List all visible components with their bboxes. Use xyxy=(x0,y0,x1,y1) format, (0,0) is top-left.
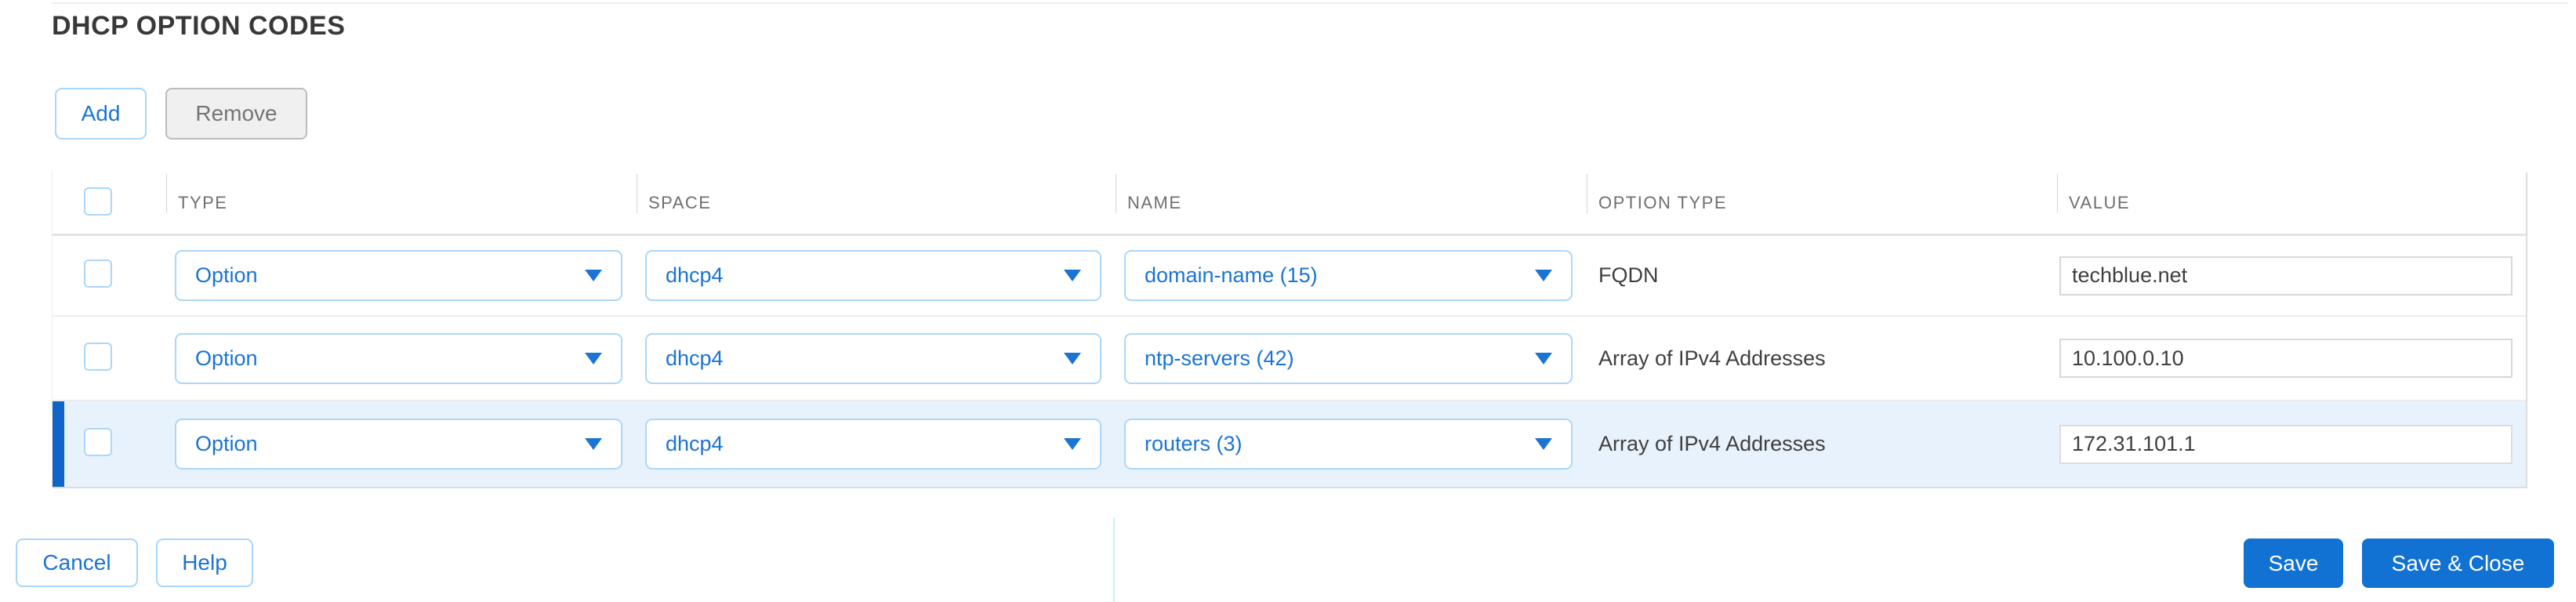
value-cell xyxy=(2057,256,2526,296)
table-row: Option dhcp4 ntp-servers (42) Array of I… xyxy=(53,317,2526,401)
table-row: Option dhcp4 domain-name (15) FQDN xyxy=(53,236,2526,317)
space-dropdown[interactable]: dhcp4 xyxy=(645,332,1101,384)
save-button[interactable]: Save xyxy=(2244,539,2343,588)
column-header-value: VALUE xyxy=(2057,172,2526,234)
dropdown-caret-icon xyxy=(1535,270,1552,281)
select-all-cell xyxy=(53,187,166,219)
name-dropdown-value: domain-name (15) xyxy=(1145,263,1318,287)
option-type-text: Array of IPv4 Addresses xyxy=(1598,346,1826,370)
value-input[interactable] xyxy=(2059,256,2513,296)
dropdown-caret-icon xyxy=(1535,438,1552,450)
remove-button[interactable]: Remove xyxy=(165,88,307,140)
name-cell: routers (3) xyxy=(1116,419,1587,470)
option-type-text: FQDN xyxy=(1598,263,1659,287)
dropdown-caret-icon xyxy=(585,352,602,364)
type-cell: Option xyxy=(166,250,637,301)
name-cell: ntp-servers (42) xyxy=(1116,332,1587,384)
value-input[interactable] xyxy=(2059,424,2513,464)
row-select-cell xyxy=(53,342,166,375)
name-dropdown-value: routers (3) xyxy=(1145,432,1243,455)
dhcp-option-codes-table: TYPE SPACE NAME OPTION TYPE VALUE Option… xyxy=(52,172,2527,488)
type-dropdown[interactable]: Option xyxy=(175,332,622,384)
add-button[interactable]: Add xyxy=(55,88,147,140)
column-header-type: TYPE xyxy=(166,172,637,234)
row-select-checkbox[interactable] xyxy=(84,259,112,288)
dropdown-caret-icon xyxy=(585,438,602,450)
page-title: DHCP OPTION CODES xyxy=(52,11,346,41)
row-select-cell xyxy=(53,428,166,460)
column-header-space: SPACE xyxy=(637,172,1116,234)
select-all-checkbox[interactable] xyxy=(84,187,112,216)
type-dropdown[interactable]: Option xyxy=(175,419,622,470)
column-header-option-type: OPTION TYPE xyxy=(1587,172,2057,234)
value-cell xyxy=(2057,424,2526,464)
dropdown-caret-icon xyxy=(1064,438,1081,450)
dropdown-caret-icon xyxy=(1064,352,1081,364)
option-type-text: Array of IPv4 Addresses xyxy=(1598,432,1826,455)
table-row-selected: Option dhcp4 routers (3) Array of IPv4 A… xyxy=(53,401,2526,488)
cancel-button[interactable]: Cancel xyxy=(16,539,138,587)
value-input[interactable] xyxy=(2059,339,2513,378)
help-button[interactable]: Help xyxy=(156,539,253,587)
name-dropdown[interactable]: domain-name (15) xyxy=(1124,250,1573,301)
row-select-checkbox[interactable] xyxy=(84,428,112,456)
type-dropdown-value: Option xyxy=(195,263,258,287)
space-cell: dhcp4 xyxy=(637,419,1116,470)
space-dropdown-value: dhcp4 xyxy=(666,346,724,370)
panel-divider xyxy=(1113,517,1115,602)
toolbar: Add Remove xyxy=(55,88,307,140)
space-dropdown[interactable]: dhcp4 xyxy=(645,419,1101,470)
type-dropdown-value: Option xyxy=(195,346,258,370)
table-header-row: TYPE SPACE NAME OPTION TYPE VALUE xyxy=(53,172,2526,236)
name-cell: domain-name (15) xyxy=(1116,250,1587,301)
type-cell: Option xyxy=(166,332,637,384)
name-dropdown-value: ntp-servers (42) xyxy=(1145,346,1294,370)
type-dropdown[interactable]: Option xyxy=(175,250,622,301)
save-and-close-button[interactable]: Save & Close xyxy=(2362,539,2554,588)
name-dropdown[interactable]: routers (3) xyxy=(1124,419,1573,470)
row-select-cell xyxy=(53,259,166,292)
top-divider xyxy=(52,2,2568,4)
type-cell: Option xyxy=(166,419,637,470)
row-select-checkbox[interactable] xyxy=(84,342,112,371)
dropdown-caret-icon xyxy=(1535,352,1552,364)
type-dropdown-value: Option xyxy=(195,432,258,455)
dropdown-caret-icon xyxy=(1064,270,1081,281)
column-header-name: NAME xyxy=(1116,172,1587,234)
dropdown-caret-icon xyxy=(585,270,602,281)
value-cell xyxy=(2057,339,2526,378)
space-cell: dhcp4 xyxy=(637,250,1116,301)
space-dropdown-value: dhcp4 xyxy=(666,263,724,287)
space-dropdown-value: dhcp4 xyxy=(666,432,724,455)
name-dropdown[interactable]: ntp-servers (42) xyxy=(1124,332,1573,384)
space-cell: dhcp4 xyxy=(637,332,1116,384)
space-dropdown[interactable]: dhcp4 xyxy=(645,250,1101,301)
